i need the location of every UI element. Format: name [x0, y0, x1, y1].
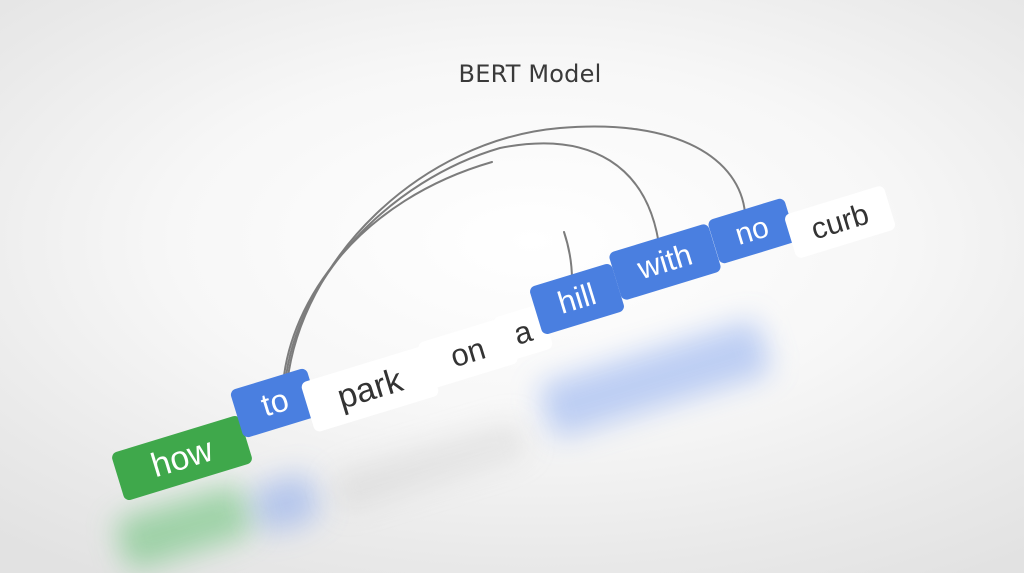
word-chip-background	[230, 368, 320, 438]
word-chip-background	[530, 264, 624, 334]
word-chip-label: how	[147, 430, 218, 485]
word-chip-label: park	[333, 361, 408, 417]
word-chip-how: how	[112, 415, 252, 501]
word-chip-background	[493, 305, 553, 361]
word-chip-curb: curb	[785, 186, 895, 258]
word-chip-park: park	[301, 346, 439, 432]
attention-arcs	[282, 125, 746, 386]
word-chip-no: no	[708, 198, 796, 264]
word-chip-background	[301, 346, 439, 432]
word-chip-hill: hill	[530, 264, 624, 334]
word-chip-background	[609, 224, 721, 300]
attention-arc	[286, 125, 746, 386]
word-chip-background	[785, 186, 895, 258]
word-chip-a: a	[493, 305, 553, 361]
word-chip-to: to	[230, 368, 320, 438]
diagram-title: BERT Model	[458, 60, 602, 88]
word-chip-on: on	[418, 318, 518, 388]
word-chip-background	[112, 415, 252, 501]
word-chip-with: with	[609, 224, 721, 300]
word-chip-background	[418, 318, 518, 388]
word-chip-background	[708, 198, 796, 264]
attention-arc	[563, 231, 573, 281]
